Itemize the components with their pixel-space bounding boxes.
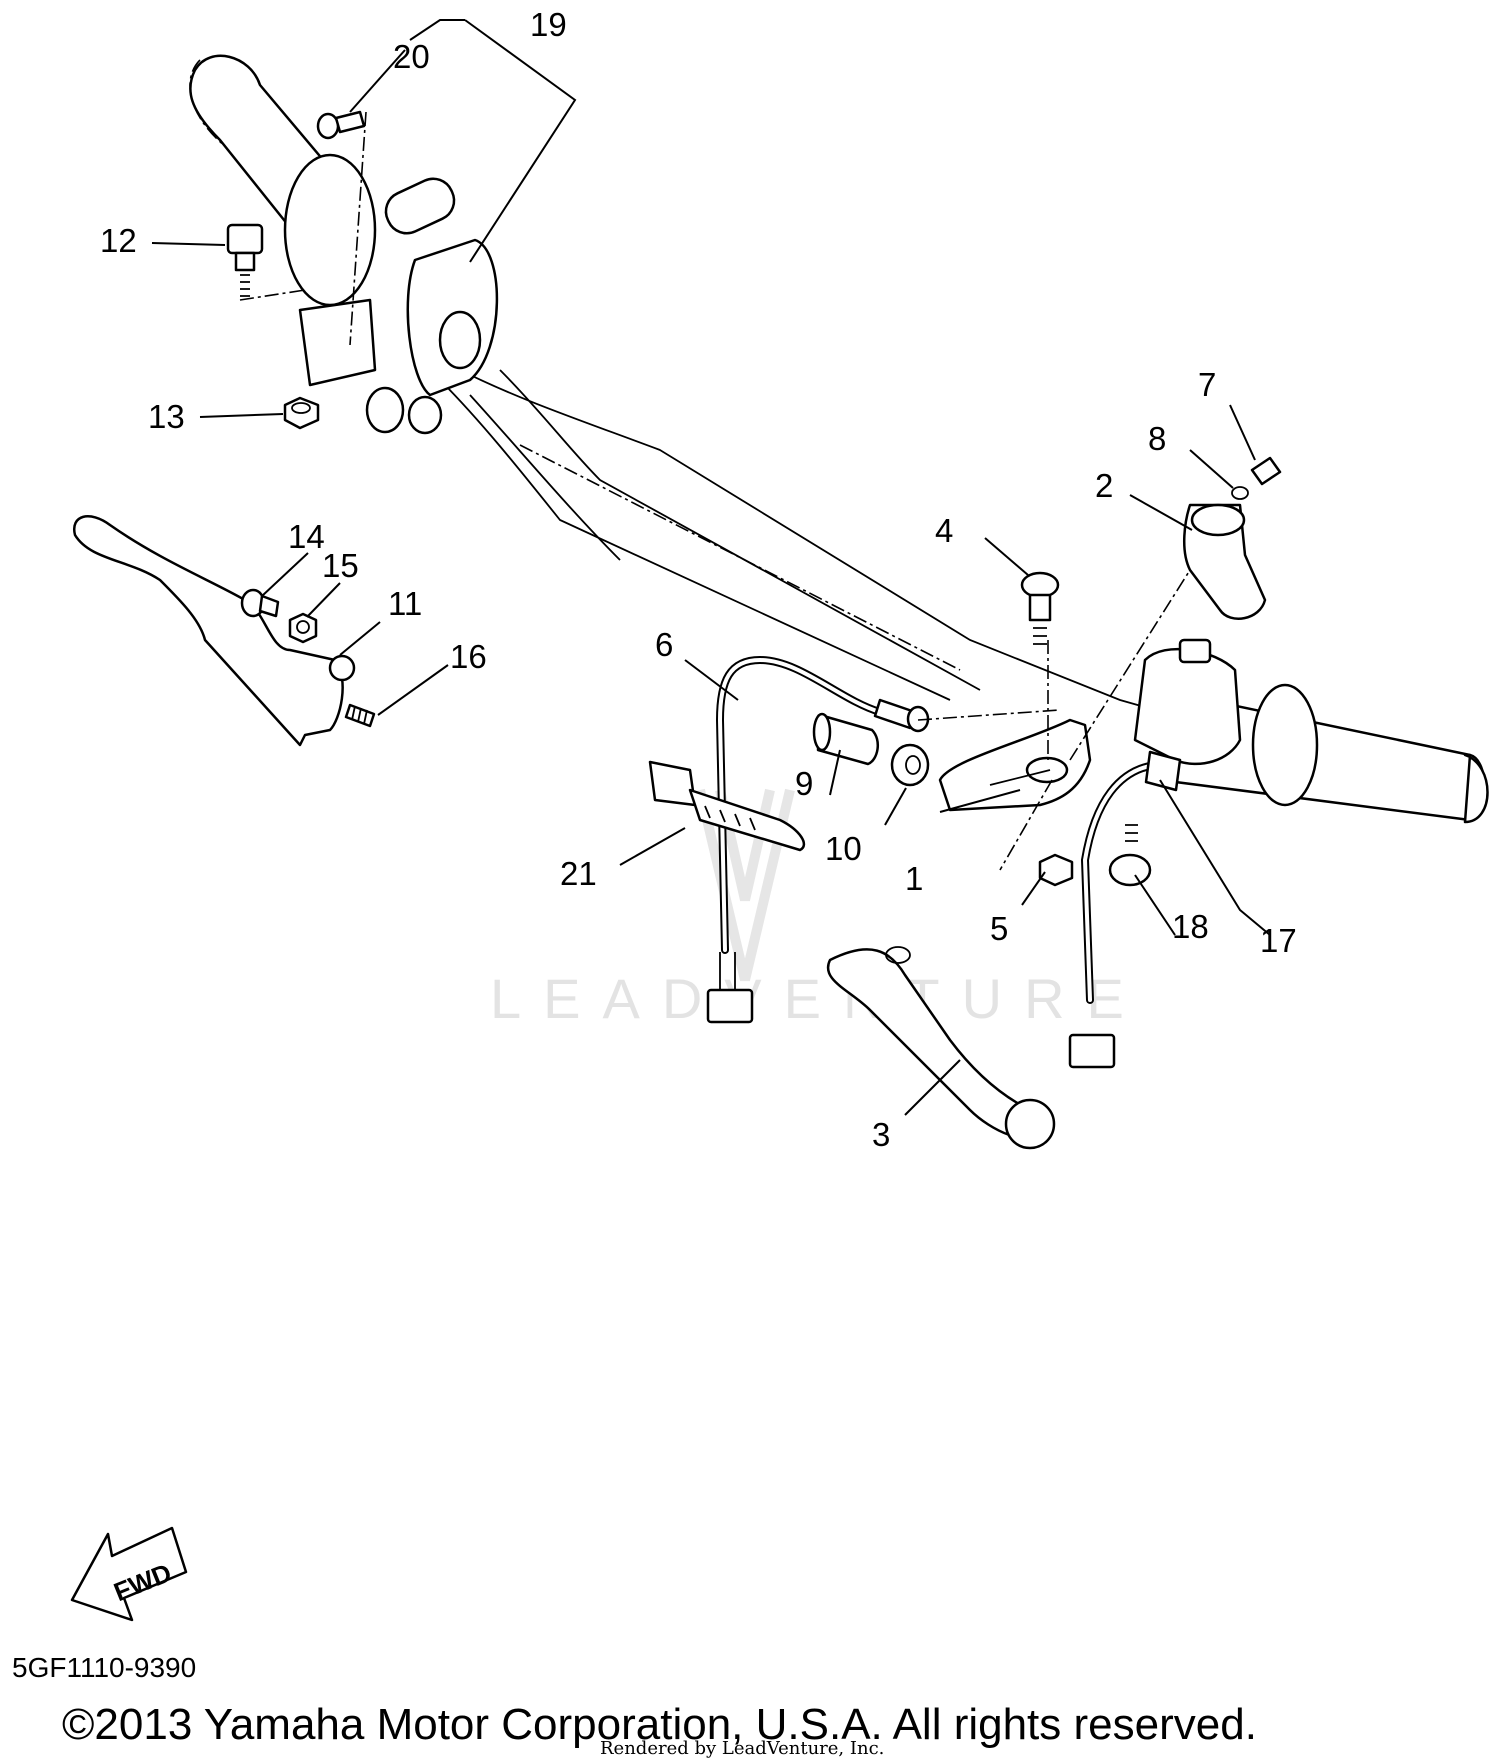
callout-20: 20 [393, 38, 430, 75]
cable-17 [1068, 750, 1182, 1069]
callout-15: 15 [322, 547, 359, 584]
callout-14: 14 [288, 518, 325, 555]
callout-13: 13 [148, 398, 185, 435]
callout-16: 16 [450, 638, 487, 675]
bolt-4 [1020, 571, 1060, 645]
screw-16 [344, 703, 376, 728]
washer-8 [1231, 486, 1249, 500]
callout-7: 7 [1198, 366, 1216, 403]
right-switch-assembly [1133, 638, 1489, 824]
screw-7 [1250, 456, 1282, 486]
callout-1: 1 [905, 860, 923, 897]
callout-labels: 1 2 3 4 5 6 7 8 9 10 11 12 13 14 15 16 1… [100, 6, 1297, 1153]
cable-6 [706, 655, 930, 1024]
callout-17: 17 [1260, 922, 1297, 959]
lever-3 [826, 946, 1056, 1150]
bolt-12 [226, 223, 264, 297]
nut-5 [1038, 853, 1074, 887]
callout-5: 5 [990, 910, 1008, 947]
callout-19: 19 [530, 6, 567, 43]
callout-10: 10 [825, 830, 862, 867]
left-lever-11 [72, 515, 356, 747]
nut-13 [283, 396, 320, 430]
watermark-text: LEADVENTURE [490, 967, 1146, 1030]
callout-3: 3 [872, 1116, 890, 1153]
rendered-by-credit: Rendered by LeadVenture, Inc. [600, 1738, 885, 1759]
screw-20 [316, 110, 366, 140]
callout-18: 18 [1172, 908, 1209, 945]
assembly-lines [239, 111, 1191, 871]
handlebar [439, 369, 1261, 741]
nut-15 [288, 612, 318, 644]
callout-9: 9 [795, 765, 813, 802]
leader-lines [151, 19, 1271, 1116]
fwd-arrow-icon: FWD [70, 1526, 188, 1622]
callout-4: 4 [935, 512, 953, 549]
clamp-2 [1182, 503, 1267, 620]
left-switch-assembly [189, 54, 499, 435]
bolt-18 [1108, 824, 1152, 887]
callout-11: 11 [388, 585, 422, 622]
locknut-10 [890, 743, 930, 787]
lever-holder-1 [938, 718, 1092, 812]
callout-12: 12 [100, 222, 137, 259]
copyright-notice: ©2013 Yamaha Motor Corporation, U.S.A. A… [62, 1700, 1257, 1749]
callout-6: 6 [655, 626, 673, 663]
callout-21: 21 [560, 855, 597, 892]
adjuster-9 [812, 712, 880, 766]
callout-2: 2 [1095, 467, 1113, 504]
diagram-code: 5GF1110-9390 [12, 1652, 197, 1683]
cable-tie-21 [648, 760, 806, 852]
callout-8: 8 [1148, 420, 1166, 457]
bolt-14 [240, 588, 280, 618]
